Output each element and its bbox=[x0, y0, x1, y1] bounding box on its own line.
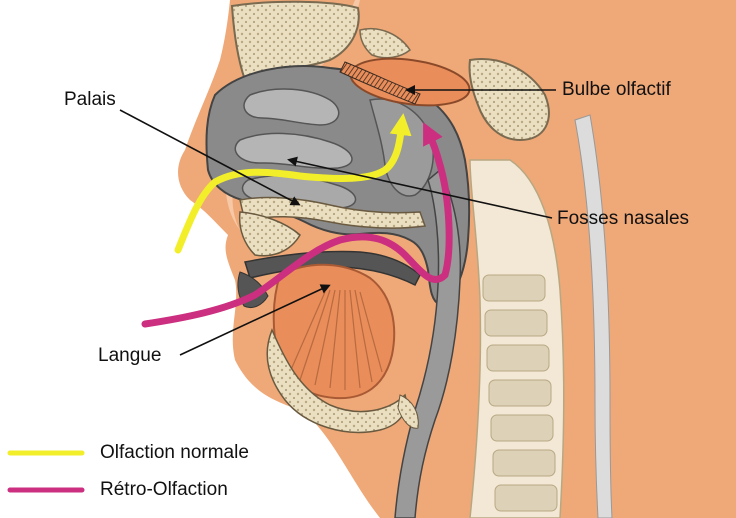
label-bulbe-olfactif: Bulbe olfactif bbox=[562, 80, 671, 99]
label-fosses-nasales: Fosses nasales bbox=[557, 209, 689, 228]
label-palais: Palais bbox=[64, 90, 116, 109]
legend-label-olfaction-normale: Olfaction normale bbox=[100, 443, 249, 462]
legend-label-retro-olfaction: Rétro-Olfaction bbox=[100, 480, 228, 499]
label-langue: Langue bbox=[98, 346, 161, 365]
